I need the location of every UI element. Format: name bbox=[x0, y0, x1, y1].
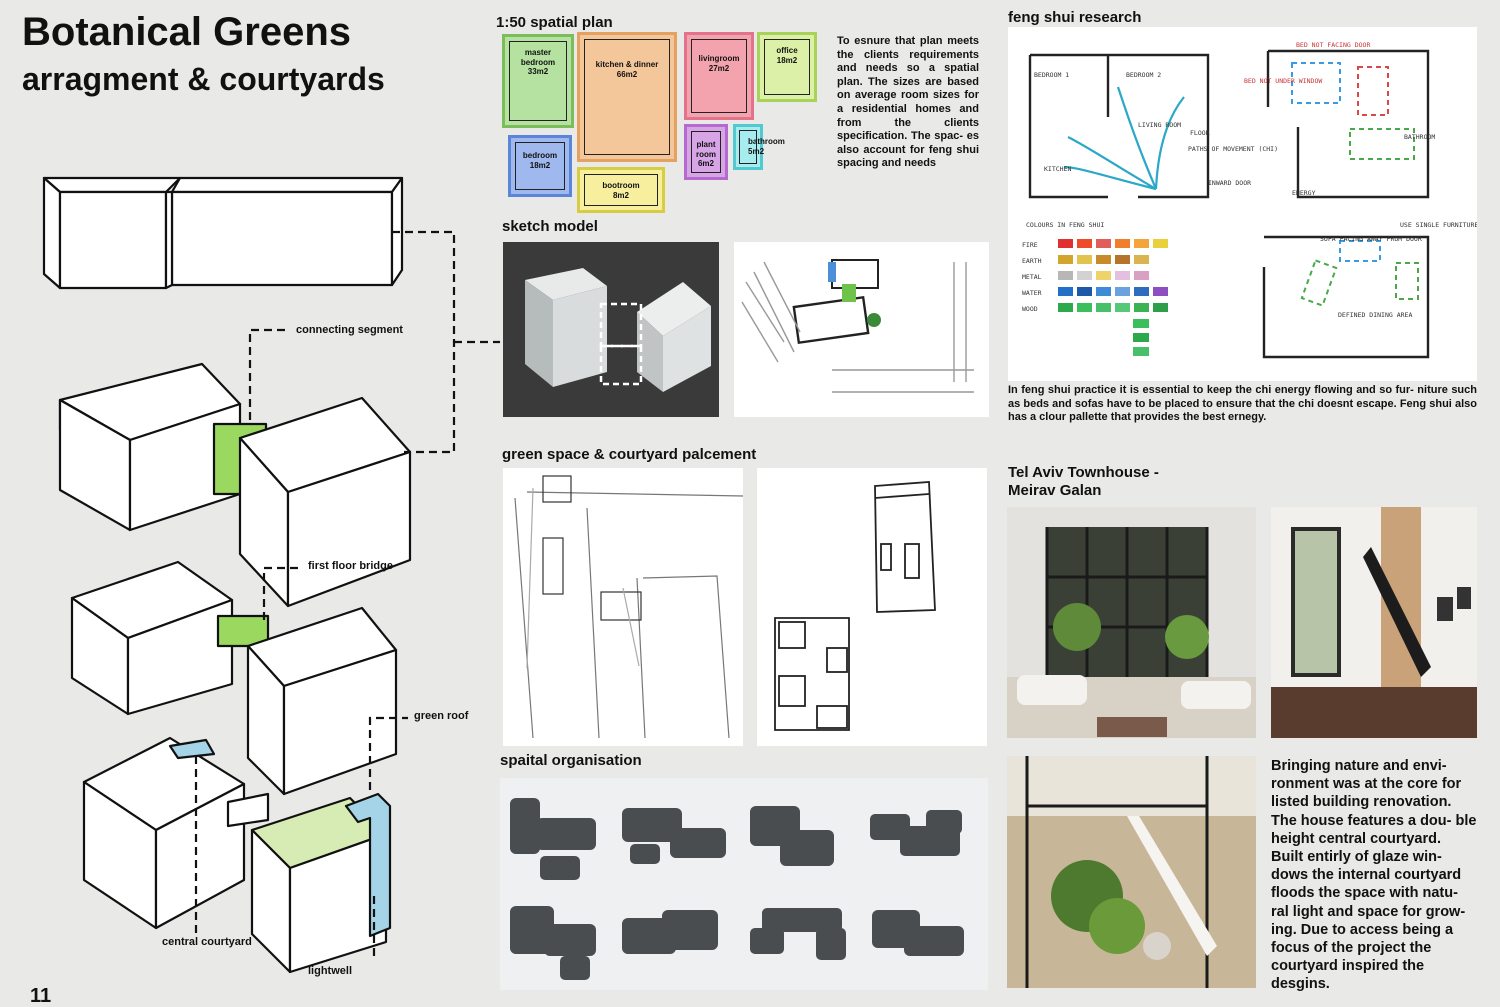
swatch-fire-2 bbox=[1096, 239, 1111, 248]
label-lightwell: lightwell bbox=[308, 965, 352, 977]
swatch-wood-4 bbox=[1134, 303, 1149, 312]
massing-connecting bbox=[58, 362, 412, 608]
swatch-wood-0 bbox=[1058, 303, 1073, 312]
swatch-wood-3 bbox=[1115, 303, 1130, 312]
swatch-water-2 bbox=[1096, 287, 1111, 296]
swatch-fire-4 bbox=[1134, 239, 1149, 248]
spatial-organisation-models bbox=[500, 778, 988, 990]
courtyard-sketch-2 bbox=[757, 468, 987, 746]
swatch-earth-1 bbox=[1077, 255, 1092, 264]
swatch-metal-3 bbox=[1115, 271, 1130, 280]
fs-energy: ENERGY bbox=[1292, 189, 1316, 197]
swatch-water-4 bbox=[1134, 287, 1149, 296]
massing-initial bbox=[42, 176, 404, 290]
page-number: 11 bbox=[30, 985, 52, 1007]
swatch-wood-2 bbox=[1096, 303, 1111, 312]
sketch-model-title: sketch model bbox=[502, 218, 598, 235]
green-space-title: green space & courtyard palcement bbox=[502, 446, 757, 463]
fs-single: USE SINGLE FURNITURE bbox=[1400, 221, 1477, 229]
label-first-floor-bridge: first floor bridge bbox=[308, 560, 393, 572]
fs-fire: FIRE bbox=[1022, 241, 1038, 249]
fs-earth: EARTH bbox=[1022, 257, 1042, 265]
fs-water: WATER bbox=[1022, 289, 1042, 297]
swatch-earth-3 bbox=[1115, 255, 1130, 264]
fs-metal: METAL bbox=[1022, 273, 1042, 281]
swatch-wood-extra-2 bbox=[1133, 347, 1149, 356]
swatch-fire-3 bbox=[1115, 239, 1130, 248]
swatch-metal-2 bbox=[1096, 271, 1111, 280]
massing-diagrams bbox=[42, 176, 500, 974]
case-study-photo-living bbox=[1007, 507, 1256, 738]
swatch-wood-extra-1 bbox=[1133, 333, 1149, 342]
sketch-plan-drawing bbox=[734, 242, 989, 417]
fs-bathroom: BATHROOM bbox=[1404, 133, 1435, 141]
swatch-fire-0 bbox=[1058, 239, 1073, 248]
fs-note-inward: INWARD DOOR bbox=[1208, 179, 1251, 187]
fs-note-floor: FLOOR bbox=[1190, 129, 1210, 137]
courtyard-sketch-1 bbox=[503, 468, 743, 746]
swatch-earth-4 bbox=[1134, 255, 1149, 264]
fs-note-kitchen: KITCHEN bbox=[1044, 165, 1071, 173]
spatial-plan-title: 1:50 spatial plan bbox=[496, 14, 613, 31]
swatch-wood-5 bbox=[1153, 303, 1168, 312]
swatch-water-1 bbox=[1077, 287, 1092, 296]
swatch-fire-5 bbox=[1153, 239, 1168, 248]
fs-note-living: LIVING ROOM bbox=[1138, 121, 1181, 129]
swatch-wood-extra-0 bbox=[1133, 319, 1149, 328]
fs-note-bedroom2: BEDROOM 2 bbox=[1126, 71, 1161, 79]
spatial-plan-description: To esnure that plan meets the clients re… bbox=[837, 35, 979, 170]
case-study-photo-courtyard bbox=[1007, 756, 1256, 988]
leader-green-roof bbox=[368, 716, 408, 790]
swatch-water-0 bbox=[1058, 287, 1073, 296]
swatch-water-3 bbox=[1115, 287, 1130, 296]
label-central-courtyard: central courtyard bbox=[162, 936, 252, 948]
page-subtitle: arragment & courtyards bbox=[22, 61, 385, 97]
swatch-earth-0 bbox=[1058, 255, 1073, 264]
case-study-description: Bringing nature and envi- ronment was at… bbox=[1271, 758, 1477, 993]
massing-bridge bbox=[70, 560, 398, 796]
leader-bridge bbox=[262, 566, 302, 620]
sketch-model-photo bbox=[503, 242, 719, 417]
fs-bed-not-facing: BED NOT FACING DOOR bbox=[1296, 41, 1370, 49]
label-green-roof: green roof bbox=[414, 710, 469, 722]
fs-bed-window: BED NOT UNDER WINDOW bbox=[1244, 77, 1322, 85]
case-study-photo-stair bbox=[1271, 507, 1477, 738]
feng-shui-sketches: BEDROOM 1 BEDROOM 2 KITCHEN FLOOR PATHS … bbox=[1008, 27, 1477, 381]
fs-defined: DEFINED DINING AREA bbox=[1338, 311, 1412, 319]
swatch-wood-1 bbox=[1077, 303, 1092, 312]
spatial-organisation-title: spaital organisation bbox=[500, 752, 642, 769]
fs-colours-title: COLOURS IN FENG SHUI bbox=[1026, 221, 1104, 229]
page-title: Botanical Greens bbox=[22, 10, 352, 54]
label-connecting-segment: connecting segment bbox=[296, 324, 403, 336]
swatch-metal-4 bbox=[1134, 271, 1149, 280]
swatch-fire-1 bbox=[1077, 239, 1092, 248]
fs-note-paths: PATHS OF MOVEMENT (CHI) bbox=[1188, 145, 1278, 153]
swatch-earth-2 bbox=[1096, 255, 1111, 264]
swatch-metal-1 bbox=[1077, 271, 1092, 280]
feng-shui-description: In feng shui practice it is essential to… bbox=[1008, 384, 1477, 424]
swatch-metal-0 bbox=[1058, 271, 1073, 280]
feng-shui-title: feng shui research bbox=[1008, 9, 1142, 26]
swatch-water-5 bbox=[1153, 287, 1168, 296]
fs-wood: WOOD bbox=[1022, 305, 1038, 313]
fs-sofa: SOFA FACING AWAY FROM DOOR bbox=[1320, 235, 1422, 243]
leader-connecting bbox=[248, 328, 290, 420]
feng-shui-palette bbox=[1058, 239, 1168, 356]
massing-green-roof bbox=[82, 736, 392, 974]
case-study-title: Tel Aviv Townhouse - Meirav Galan bbox=[1008, 464, 1159, 499]
fs-note-bedroom1: BEDROOM 1 bbox=[1034, 71, 1069, 79]
